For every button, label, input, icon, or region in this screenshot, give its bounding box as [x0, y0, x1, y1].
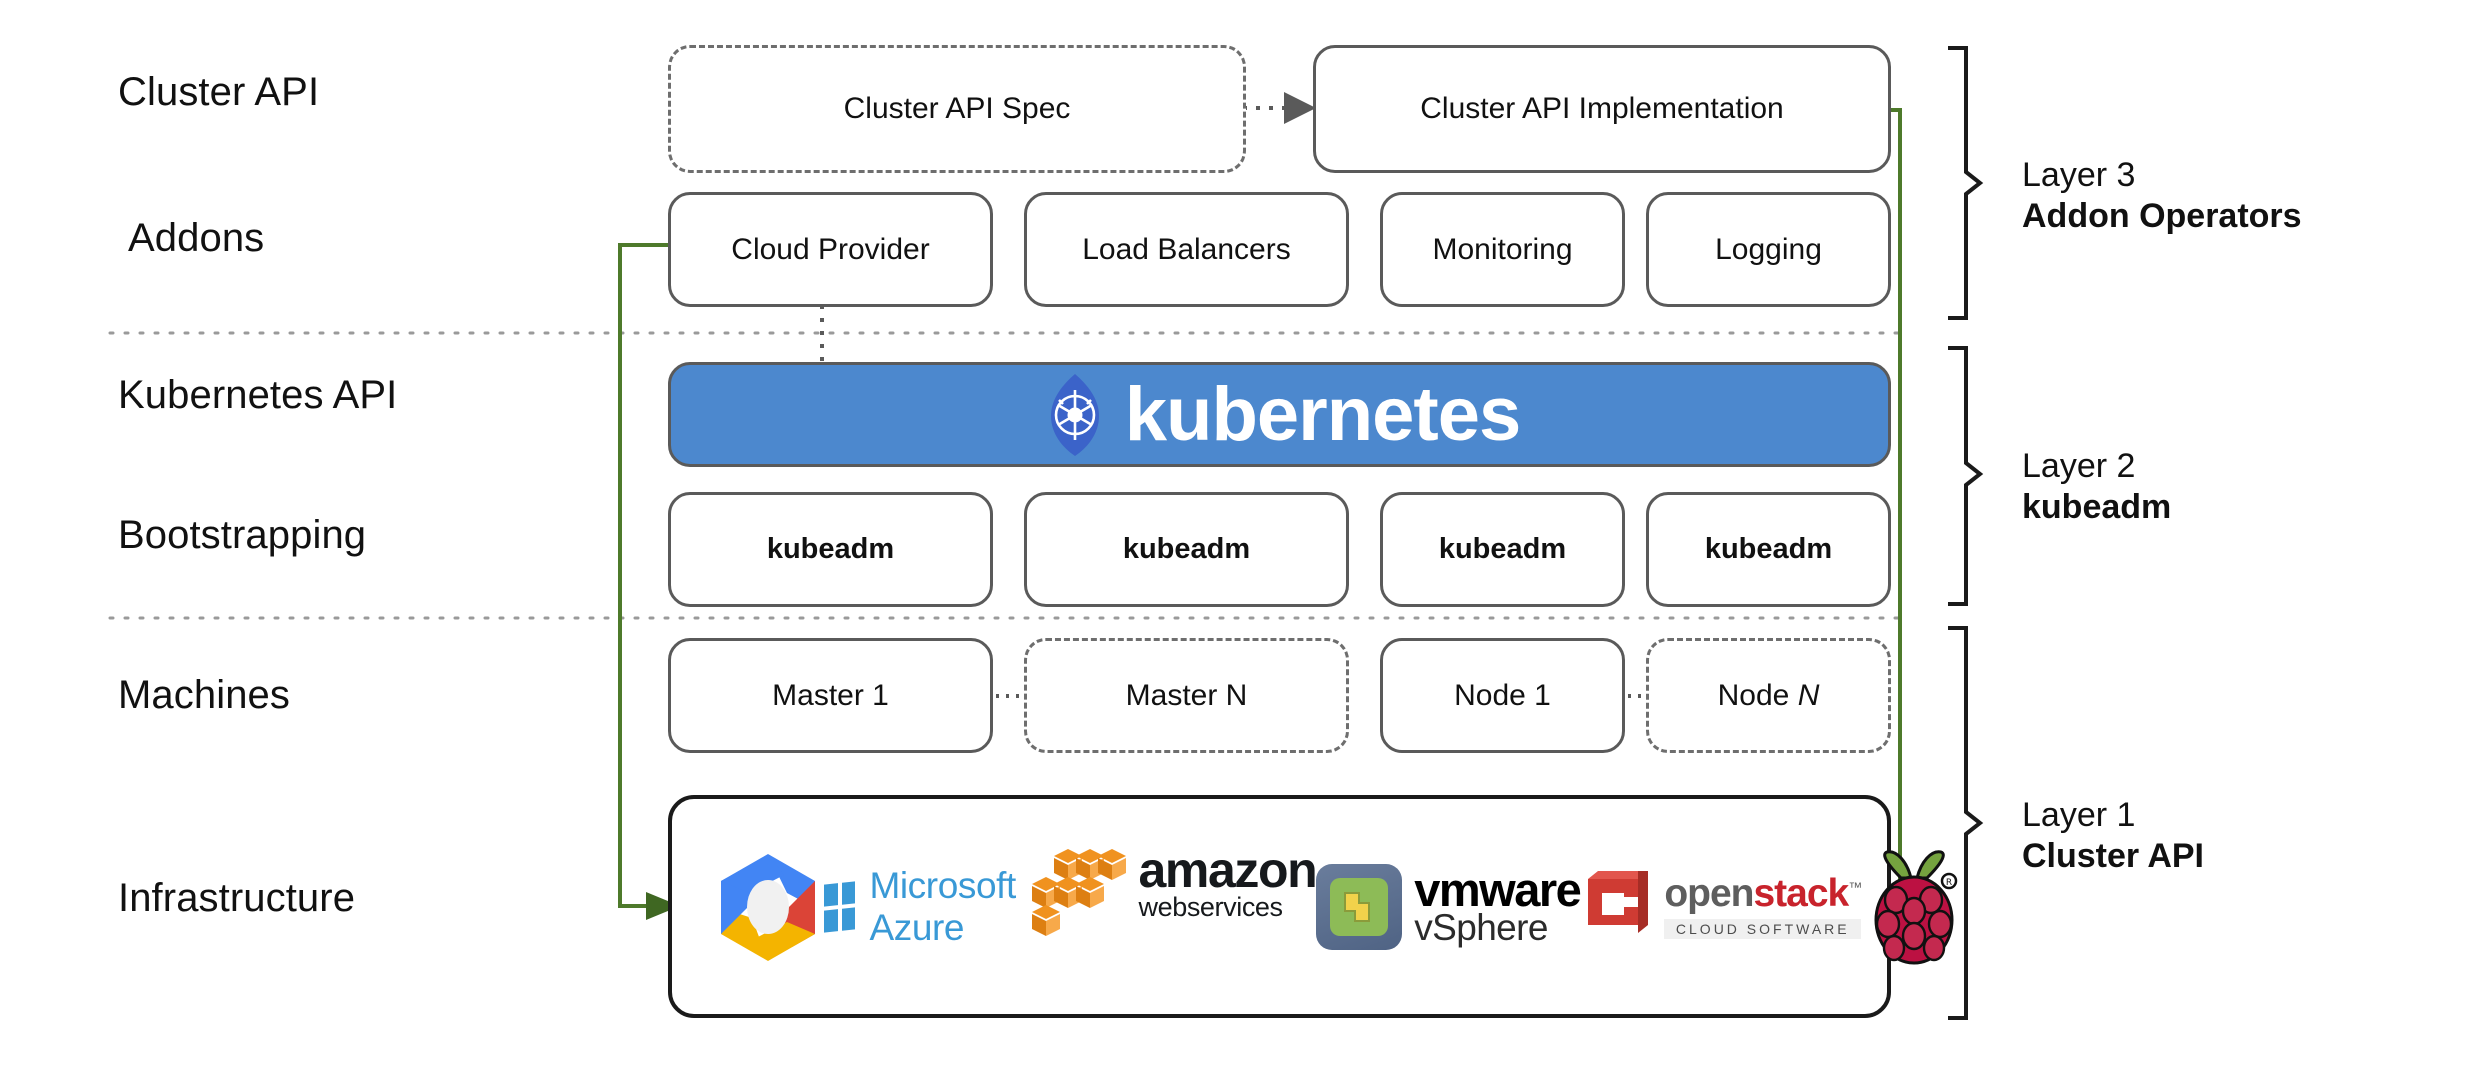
layer-2-line1: Layer 2: [2022, 447, 2136, 485]
vmware-tile-icon: [1316, 863, 1403, 950]
kubernetes-helm-wheel-icon: [1050, 373, 1099, 456]
svg-text:R: R: [1946, 878, 1952, 888]
vmware-label: vmware: [1414, 862, 1582, 916]
openstack-stack-label: stack: [1753, 872, 1849, 915]
box-kubeadm-2-label: kubeadm: [1122, 533, 1251, 565]
box-logging-label: Logging: [1715, 232, 1822, 266]
layer-1-label: Layer 1 Cluster API: [2022, 795, 2204, 878]
microsoft-azure-logo: Microsoft Azure: [824, 847, 1032, 967]
box-node-n-prefix: Node: [1717, 678, 1798, 712]
layer-2-line2: kubeadm: [2022, 488, 2172, 527]
box-load-balancers[interactable]: Load Balancers: [1024, 192, 1349, 307]
openstack-open-label: open: [1664, 872, 1754, 915]
spec-to-implementation-arrow: [1243, 92, 1316, 124]
box-monitoring[interactable]: Monitoring: [1380, 192, 1625, 307]
box-load-balancers-label: Load Balancers: [1082, 232, 1291, 266]
box-master-1-label: Master 1: [772, 678, 889, 712]
box-cluster-api-spec-label: Cluster API Spec: [843, 92, 1071, 125]
row-label-infrastructure: Infrastructure: [118, 876, 356, 920]
box-master-1[interactable]: Master 1: [668, 638, 993, 753]
layer-1-line1: Layer 1: [2022, 796, 2136, 834]
box-kubeadm-3-label: kubeadm: [1438, 533, 1567, 565]
box-cluster-api-implementation-label: Cluster API Implementation: [1420, 92, 1784, 125]
box-cluster-api-spec[interactable]: Cluster API Spec: [668, 45, 1246, 173]
box-kubeadm-1[interactable]: kubeadm: [668, 492, 993, 607]
box-cloud-provider[interactable]: Cloud Provider: [668, 192, 993, 307]
kubernetes-banner: kubernetes: [668, 362, 1891, 467]
layer-3-label: Layer 3 Addon Operators: [2022, 155, 2302, 238]
box-node-1-label: Node 1: [1454, 678, 1551, 712]
box-monitoring-label: Monitoring: [1432, 232, 1573, 266]
openstack-tm-mark: ™: [1848, 879, 1862, 895]
layer-3-bracket: [1948, 46, 1984, 320]
vsphere-label: vSphere: [1414, 907, 1548, 948]
raspberry-pi-logo: R: [1861, 847, 1967, 967]
box-logging[interactable]: Logging: [1646, 192, 1891, 307]
row-label-cluster-api: Cluster API: [118, 70, 320, 114]
box-kubeadm-2[interactable]: kubeadm: [1024, 492, 1349, 607]
box-kubeadm-1-label: kubeadm: [766, 533, 895, 565]
infrastructure-provider-logos: Microsoft Azure amazon: [672, 799, 1958, 1014]
box-kubeadm-4-label: kubeadm: [1704, 533, 1833, 565]
raspberry-pi-icon: R: [1874, 849, 1958, 964]
box-node-1[interactable]: Node 1: [1380, 638, 1625, 753]
layer-2-label: Layer 2 kubeadm: [2022, 446, 2171, 529]
box-node-n-label: Node N: [1718, 679, 1820, 713]
openstack-mark-icon: [1588, 870, 1649, 933]
vmware-vsphere-logo: vmware vSphere: [1316, 847, 1582, 967]
aws-cubes-icon: [1032, 848, 1127, 936]
box-node-n-italic-tail: N: [1797, 678, 1820, 712]
layer-3-line2: Addon Operators: [2022, 197, 2302, 236]
row-label-kubernetes-api: Kubernetes API: [118, 373, 398, 417]
microsoft-window-icon: [824, 880, 856, 933]
box-node-n[interactable]: Node N: [1646, 638, 1891, 753]
amazon-web-services-logo: amazon webservices: [1032, 841, 1318, 967]
google-cloud-platform-logo: [712, 847, 824, 967]
layer-1-line2: Cluster API: [2022, 837, 2205, 876]
box-cloud-provider-label: Cloud Provider: [731, 232, 930, 266]
openstack-wordmark: openstack™ CLOUD SOFTWARE: [1664, 872, 1862, 939]
aws-wordmark: amazon webservices: [1138, 841, 1317, 922]
kubernetes-wordmark: kubernetes: [1124, 371, 1521, 457]
openstack-logo: openstack™ CLOUD SOFTWARE: [1580, 847, 1862, 967]
layer-2-bracket: [1948, 346, 1984, 606]
microsoft-azure-label: Microsoft Azure: [869, 864, 1016, 948]
row-label-machines: Machines: [118, 673, 290, 717]
vmware-wordmark: vmware vSphere: [1414, 862, 1582, 948]
aws-webservices-label: webservices: [1138, 891, 1283, 922]
box-infrastructure[interactable]: Microsoft Azure amazon: [668, 795, 1958, 1018]
openstack-tagline: CLOUD SOFTWARE: [1664, 919, 1862, 939]
box-cluster-api-implementation[interactable]: Cluster API Implementation: [1313, 45, 1891, 173]
box-master-n-label: Master N: [1125, 678, 1248, 712]
box-master-n[interactable]: Master N: [1024, 638, 1349, 753]
box-kubeadm-4[interactable]: kubeadm: [1646, 492, 1891, 607]
row-label-bootstrapping: Bootstrapping: [118, 513, 367, 557]
openstack-word: openstack™: [1664, 872, 1862, 915]
layer-3-line1: Layer 3: [2022, 156, 2136, 194]
row-label-addons: Addons: [128, 216, 265, 260]
aws-amazon-label: amazon: [1138, 841, 1317, 898]
box-kubeadm-3[interactable]: kubeadm: [1380, 492, 1625, 607]
